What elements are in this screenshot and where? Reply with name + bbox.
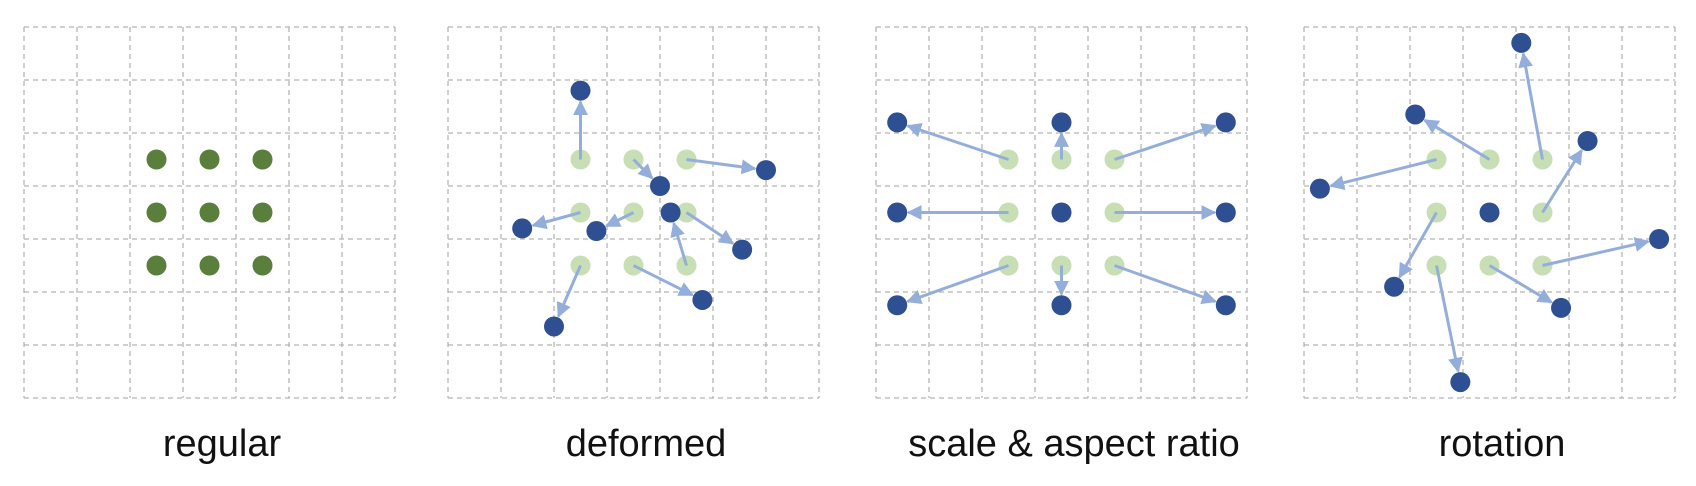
sampling-point: [252, 202, 273, 223]
offset-point: [1450, 372, 1471, 393]
offset-point: [732, 239, 753, 260]
panel-deformed: deformed: [436, 0, 856, 486]
offset-arrow: [1435, 265, 1463, 373]
offset-point: [756, 160, 776, 181]
offset-point: [586, 221, 607, 242]
offset-point: [1051, 112, 1072, 133]
offset-arrow: [906, 264, 1010, 305]
offset-point: [650, 176, 670, 196]
sampling-point: [146, 255, 167, 276]
offset-arrow: [670, 221, 688, 266]
offset-arrow: [1542, 237, 1650, 267]
sampling-point: [146, 149, 167, 170]
sampling-point: [252, 149, 273, 170]
panel-scale-aspect-ratio: scale & aspect ratio: [864, 0, 1284, 486]
offset-point: [692, 289, 713, 310]
offset-point: [1511, 32, 1532, 53]
offset-point: [1215, 295, 1236, 316]
offset-arrow: [531, 211, 581, 230]
offset-point: [660, 202, 681, 223]
offset-arrow: [1398, 211, 1438, 279]
sampling-point: [199, 202, 220, 223]
caption-regular: regular: [162, 423, 282, 465]
offset-point: [887, 295, 908, 316]
offset-point: [1051, 202, 1072, 223]
grid-diagram-scale-aspect-ratio: [875, 26, 1248, 399]
sampling-point: [199, 149, 220, 170]
grid-diagram-regular: [23, 26, 396, 399]
offset-point: [1649, 229, 1670, 249]
offset-arrow: [632, 158, 654, 180]
panel-regular: regular: [12, 0, 432, 486]
offset-arrow: [556, 264, 582, 318]
offset-arrow: [686, 158, 757, 175]
offset-arrow: [685, 211, 735, 245]
offset-point: [570, 80, 591, 101]
offset-arrow: [1114, 123, 1217, 161]
offset-point: [1577, 130, 1598, 151]
offset-arrow: [906, 123, 1009, 161]
offset-arrow: [1488, 264, 1553, 304]
grid-diagram-rotation: [1303, 26, 1676, 399]
offset-arrow: [1518, 52, 1544, 160]
offset-arrow: [1541, 148, 1583, 214]
grid: [1303, 26, 1676, 399]
grid: [447, 26, 820, 399]
caption-scale-aspect-ratio: scale & aspect ratio: [908, 423, 1240, 465]
caption-deformed: deformed: [565, 423, 727, 465]
offset-point: [1215, 112, 1236, 133]
offset-point: [887, 112, 908, 133]
offset-point: [1479, 202, 1500, 223]
grid-diagram-deformed: [447, 26, 820, 399]
offset-point: [1215, 202, 1236, 223]
offset-point: [1051, 295, 1072, 316]
offset-arrow: [604, 211, 635, 228]
offset-point: [1384, 276, 1405, 297]
offset-point: [887, 202, 908, 223]
panel-rotation: rotation: [1292, 0, 1696, 486]
offset-arrow: [1113, 264, 1217, 305]
offset-point: [512, 218, 533, 239]
offset-arrow: [632, 264, 694, 297]
grid: [23, 26, 396, 399]
sampling-point: [199, 255, 220, 276]
offset-point: [544, 316, 564, 337]
sampling-point: [146, 202, 167, 223]
offset-arrow: [1423, 118, 1491, 161]
sampling-point: [252, 255, 273, 276]
offset-point: [1309, 178, 1330, 199]
caption-rotation: rotation: [1438, 423, 1566, 465]
offset-point: [1551, 297, 1572, 318]
offset-arrow: [1329, 158, 1437, 190]
offset-point: [1405, 104, 1426, 125]
